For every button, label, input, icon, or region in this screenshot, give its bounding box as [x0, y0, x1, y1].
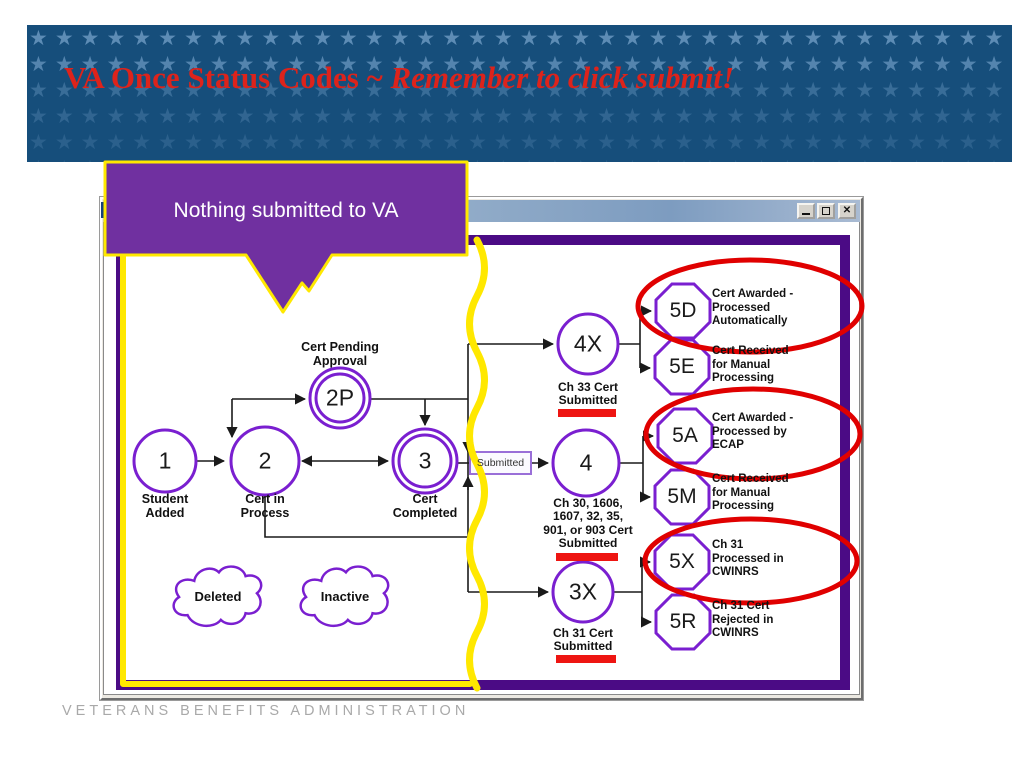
- deleted-cloud-label: Deleted: [194, 589, 242, 604]
- maximize-button[interactable]: [817, 203, 835, 219]
- node-5r-caption: Ch 31 Cert Rejected in CWINRS: [712, 600, 774, 640]
- node-4-caption: Ch 30, 1606, 1607, 32, 35, 901, or 903 C…: [543, 496, 633, 551]
- node-5a-code: 5A: [672, 424, 698, 447]
- node-2-code: 2: [258, 447, 272, 474]
- node-2p-code: 2P: [325, 384, 355, 411]
- node-5m-caption: Cert Received for Manual Processing: [712, 473, 789, 513]
- close-icon: ✕: [842, 205, 852, 216]
- star-pattern-row: ★★★★★★★★★★★★★★★★★★★★★★★★★★★★★★★★★★★★★★★★: [29, 26, 1012, 50]
- close-button[interactable]: ✕: [838, 203, 856, 219]
- node-3-caption: Cert Completed: [392, 492, 458, 520]
- star-pattern-row: ★★★★★★★★★★★★★★★★★★★★★★★★★★★★★★★★★★★★★★★★: [29, 52, 1012, 76]
- node-5x-caption: Ch 31 Processed in CWINRS: [712, 539, 784, 579]
- title-banner: ★★★★★★★★★★★★★★★★★★★★★★★★★★★★★★★★★★★★★★★★…: [27, 25, 1012, 162]
- node-3-code: 3: [418, 447, 432, 474]
- node-4x-code: 4X: [573, 330, 603, 357]
- node-4-code: 4: [579, 449, 593, 476]
- footer-text: VETERANS BENEFITS ADMINISTRATION: [62, 703, 470, 719]
- node-5x-code: 5X: [669, 550, 695, 573]
- maximize-icon: [822, 207, 830, 215]
- title-main: VA Once Status Codes ~: [64, 60, 391, 95]
- callout-text: Nothing submitted to VA: [173, 199, 399, 222]
- node-4x-caption: Ch 33 Cert Submitted: [557, 380, 619, 408]
- minimize-button[interactable]: [797, 203, 815, 219]
- star-pattern-row: ★★★★★★★★★★★★★★★★★★★★★★★★★★★★★★★★★★★★★★★★: [29, 78, 1012, 102]
- inactive-cloud-label: Inactive: [320, 589, 370, 604]
- title-emphasis: Remember to click submit!: [390, 60, 735, 95]
- star-pattern-row: ★★★★★★★★★★★★★★★★★★★★★★★★★★★★★★★★★★★★★★★★: [29, 130, 1012, 154]
- node-2p-caption: Cert Pending Approval: [301, 340, 379, 368]
- node-3x-code: 3X: [568, 578, 598, 605]
- submitted-box-label: Submitted: [476, 457, 525, 469]
- node-3x-caption: Ch 31 Cert Submitted: [552, 626, 614, 654]
- star-pattern-row: ★★★★★★★★★★★★★★★★★★★★★★★★★★★★★★★★★★★★★★★★: [29, 156, 1012, 162]
- page-title: VA Once Status Codes ~ Remember to click…: [64, 60, 1004, 96]
- star-pattern-row: ★★★★★★★★★★★★★★★★★★★★★★★★★★★★★★★★★★★★★★★★: [29, 104, 1012, 128]
- node-5a-caption: Cert Awarded - Processed by ECAP: [712, 412, 794, 452]
- node-5d-code: 5D: [669, 299, 697, 322]
- node-2-caption: Cert in Process: [240, 492, 290, 520]
- node-5d-caption: Cert Awarded - Processed Automatically: [712, 288, 794, 328]
- node-5r-code: 5R: [669, 610, 697, 633]
- node-5e-caption: Cert Received for Manual Processing: [712, 345, 789, 385]
- minimize-icon: [802, 213, 810, 215]
- node-5m-code: 5M: [667, 485, 697, 508]
- node-1-caption: Student Added: [141, 492, 189, 520]
- node-5e-code: 5E: [669, 355, 695, 378]
- node-1-code: 1: [158, 447, 172, 474]
